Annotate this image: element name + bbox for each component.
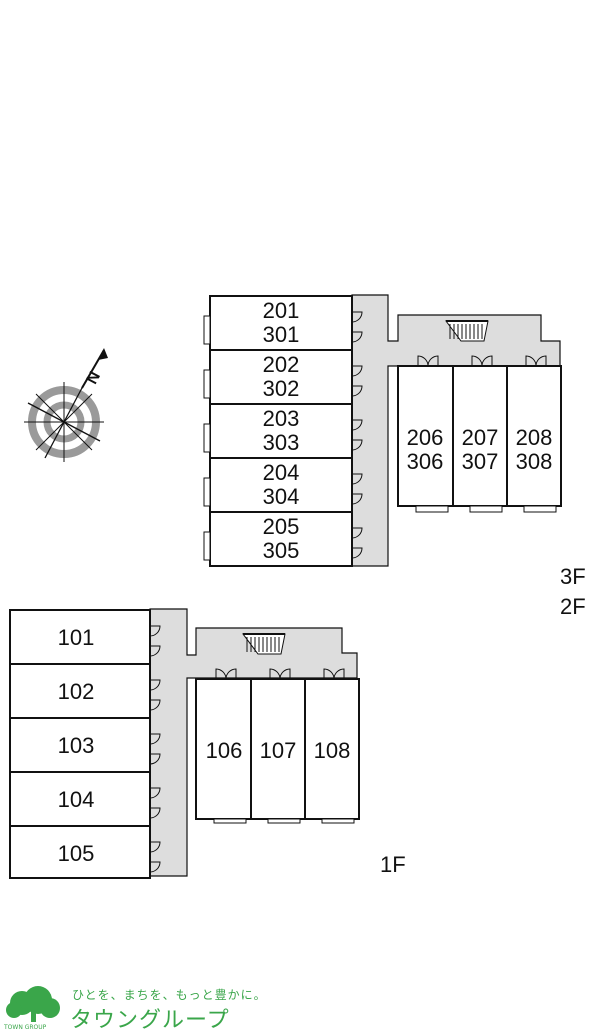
unit-207-307: 207 307 [452, 355, 508, 513]
north-label: N [84, 369, 104, 387]
unit-label-305: 305 [263, 538, 300, 563]
door-icon [149, 679, 161, 691]
door-icon [279, 668, 291, 680]
ground-staircase-icon [242, 633, 286, 655]
floor-label-2f: 2F [560, 594, 586, 619]
unit-label-307: 307 [462, 449, 499, 474]
unit-label-201: 201 [263, 298, 300, 323]
ground-corridor [149, 608, 358, 877]
door-icon [535, 355, 547, 367]
door-icon [149, 807, 161, 819]
logo-name: タウングループ [70, 1008, 230, 1033]
door-icon [427, 355, 439, 367]
unit-105: 105 [9, 825, 161, 879]
unit-204-304: 204 304 [203, 457, 363, 513]
unit-label-301: 301 [263, 322, 300, 347]
door-icon [351, 493, 363, 505]
ground-floor-plan: 101 102 103 104 105 [9, 608, 406, 879]
door-icon [149, 645, 161, 657]
compass-icon: N [24, 348, 108, 462]
door-icon [225, 668, 237, 680]
door-icon [149, 699, 161, 711]
floor-label-3f: 3F [560, 564, 586, 589]
town-group-logo-icon [0, 982, 64, 1035]
unit-label-302: 302 [263, 376, 300, 401]
unit-202-302: 202 302 [203, 349, 363, 405]
unit-106: 106 [195, 668, 252, 824]
unit-label-203: 203 [263, 406, 300, 431]
door-icon [351, 439, 363, 451]
unit-label-306: 306 [407, 449, 444, 474]
door-icon [481, 355, 493, 367]
unit-label-102: 102 [58, 679, 95, 704]
door-icon [351, 473, 363, 485]
logo-small-text: TOWN GROUP [4, 1024, 47, 1031]
floor-label-1f: 1F [380, 852, 406, 877]
unit-label-103: 103 [58, 733, 95, 758]
unit-label-108: 108 [314, 738, 351, 763]
door-icon [351, 331, 363, 343]
unit-101: 101 [9, 609, 161, 665]
unit-label-303: 303 [263, 430, 300, 455]
unit-206-306: 206 306 [397, 355, 454, 513]
door-icon [351, 527, 363, 539]
unit-label-104: 104 [58, 787, 95, 812]
door-icon [149, 733, 161, 745]
unit-label-206: 206 [407, 425, 444, 450]
unit-label-107: 107 [260, 738, 297, 763]
door-icon [149, 625, 161, 637]
upper-corridor [351, 294, 561, 567]
unit-label-207: 207 [462, 425, 499, 450]
unit-label-106: 106 [206, 738, 243, 763]
upper-floor-plan: 201 301 202 302 203 303 204 304 [203, 294, 586, 619]
logo-tagline: ひとを、まちを、もっと豊かに。 [72, 988, 267, 1002]
unit-201-301: 201 301 [203, 295, 363, 351]
unit-label-202: 202 [263, 352, 300, 377]
unit-label-208: 208 [516, 425, 553, 450]
unit-label-205: 205 [263, 514, 300, 539]
unit-203-303: 203 303 [203, 403, 363, 459]
door-icon [351, 385, 363, 397]
unit-label-105: 105 [58, 841, 95, 866]
door-icon [351, 419, 363, 431]
door-icon [351, 365, 363, 377]
door-icon [149, 861, 161, 873]
unit-label-204: 204 [263, 460, 300, 485]
unit-208-308: 208 308 [506, 355, 562, 513]
unit-102: 102 [9, 663, 161, 719]
unit-205-305: 205 305 [203, 511, 363, 567]
door-icon [149, 787, 161, 799]
unit-label-101: 101 [58, 625, 95, 650]
unit-108: 108 [304, 668, 360, 824]
unit-label-304: 304 [263, 484, 300, 509]
door-icon [149, 841, 161, 853]
unit-107: 107 [250, 668, 306, 824]
upper-staircase-icon [445, 320, 489, 342]
unit-104: 104 [9, 771, 161, 827]
door-icon [149, 753, 161, 765]
unit-label-308: 308 [516, 449, 553, 474]
door-icon [351, 311, 363, 323]
unit-103: 103 [9, 717, 161, 773]
door-icon [333, 668, 345, 680]
door-icon [351, 547, 363, 559]
